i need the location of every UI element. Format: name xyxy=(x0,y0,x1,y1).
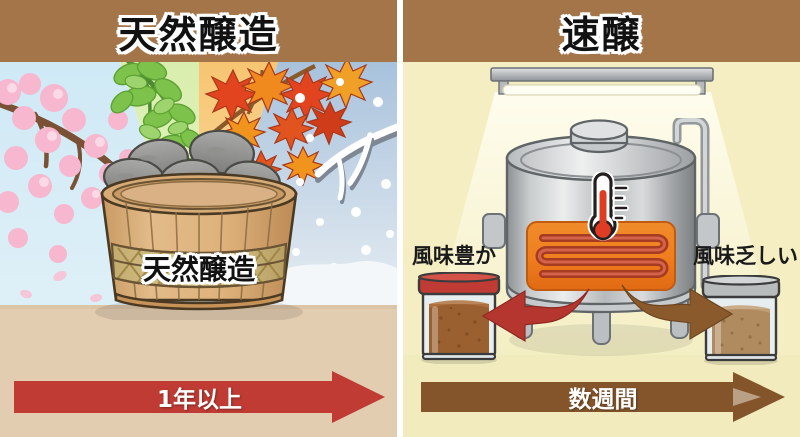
bland-jar-label: 風味乏しい xyxy=(693,244,798,268)
duration-arrow-left-label: 1年以上 xyxy=(156,387,242,413)
flow-arrow-right xyxy=(621,284,734,341)
fermentation-tank xyxy=(482,118,720,356)
duration-arrow-left: 1年以上 xyxy=(14,371,385,423)
winter-snow-decoration xyxy=(268,78,397,308)
panel-right-title: 速醸 xyxy=(561,12,642,57)
duration-arrow-right-label: 数週間 xyxy=(568,387,638,413)
flavorful-jar xyxy=(417,272,501,364)
panel-left-title: 天然醸造 xyxy=(118,12,279,57)
thermometer-icon xyxy=(587,172,629,241)
panel-natural-brewing: 天然醸造 天然醸造 1年以上 xyxy=(0,0,397,437)
flavorful-jar-label: 風味豊か xyxy=(412,244,496,268)
header-band-right xyxy=(403,0,800,62)
panel-rapid-brewing: 風味豊か 風味乏しい 速醸 数週間 xyxy=(403,0,800,437)
barrel-text-label: 天然醸造 xyxy=(142,253,255,286)
flow-arrow-left xyxy=(481,288,590,343)
wooden-barrel xyxy=(86,128,312,326)
panel-divider xyxy=(397,0,403,437)
duration-arrow-right: 数週間 xyxy=(421,372,785,422)
header-band-left xyxy=(0,0,397,62)
fluorescent-ceiling-lamp xyxy=(490,67,714,96)
